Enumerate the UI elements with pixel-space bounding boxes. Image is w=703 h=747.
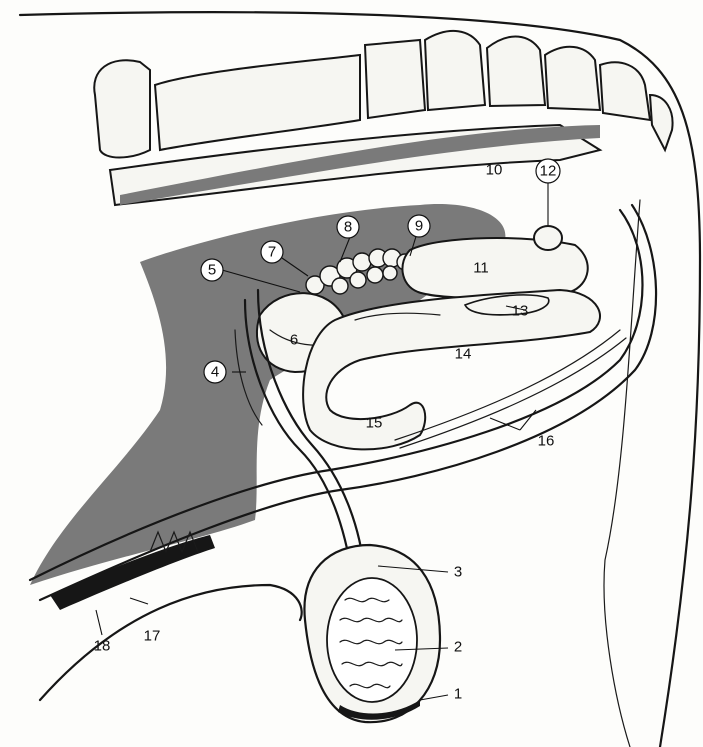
label-11: 11 xyxy=(473,260,489,277)
svg-text:8: 8 xyxy=(344,219,352,236)
svg-text:7: 7 xyxy=(268,244,276,261)
svg-text:13: 13 xyxy=(512,303,529,320)
svg-text:4: 4 xyxy=(211,364,219,381)
label-18: 18 xyxy=(94,638,111,655)
label-10: 10 xyxy=(486,162,503,179)
scrotum-testis xyxy=(304,545,440,722)
svg-text:17: 17 xyxy=(144,628,161,645)
svg-text:16: 16 xyxy=(538,433,555,450)
svg-text:2: 2 xyxy=(454,639,462,656)
label-15: 15 xyxy=(366,415,383,432)
label-1: 1 xyxy=(454,686,462,703)
svg-text:18: 18 xyxy=(94,638,111,655)
svg-text:6: 6 xyxy=(290,332,298,349)
svg-text:14: 14 xyxy=(455,346,472,363)
svg-text:12: 12 xyxy=(540,163,557,180)
svg-text:5: 5 xyxy=(208,262,216,279)
label-13: 13 xyxy=(512,303,529,320)
label-2: 2 xyxy=(454,639,462,656)
label-8: 8 xyxy=(337,216,359,238)
label-17: 17 xyxy=(144,628,161,645)
svg-text:9: 9 xyxy=(415,218,423,235)
svg-text:11: 11 xyxy=(473,260,489,277)
svg-text:10: 10 xyxy=(486,162,503,179)
svg-text:1: 1 xyxy=(454,686,462,703)
label-9: 9 xyxy=(408,215,430,237)
label-16: 16 xyxy=(538,433,555,450)
label-6: 6 xyxy=(290,332,298,349)
svg-text:15: 15 xyxy=(366,415,383,432)
label-14: 14 xyxy=(455,346,472,363)
label-4: 4 xyxy=(204,361,226,383)
label-7: 7 xyxy=(261,241,283,263)
label-12: 12 xyxy=(536,159,560,183)
vertebral-column xyxy=(94,31,672,205)
svg-text:3: 3 xyxy=(454,564,462,581)
bulbourethral-gland xyxy=(534,226,562,250)
label-5: 5 xyxy=(201,259,223,281)
label-3: 3 xyxy=(454,564,462,581)
